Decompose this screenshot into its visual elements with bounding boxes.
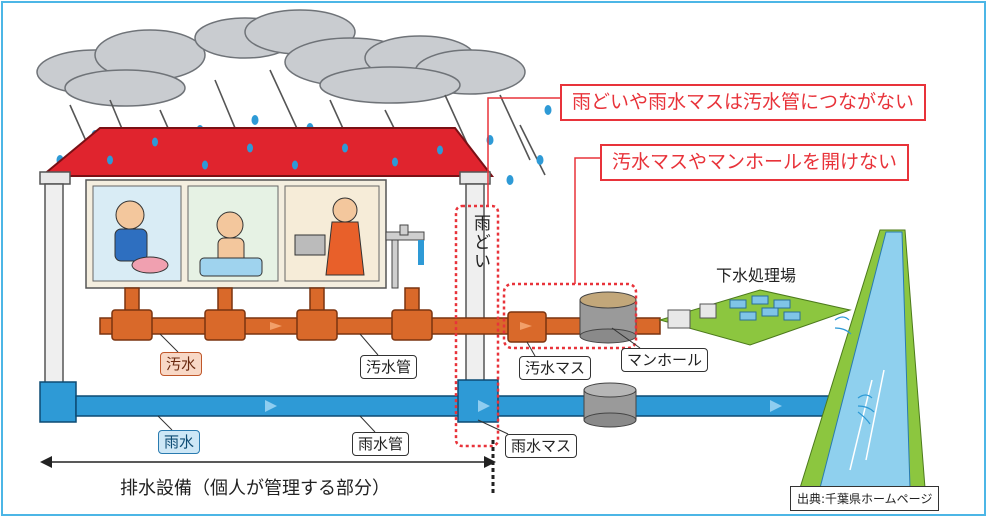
river (799, 229, 926, 489)
rain-flow-arrows (265, 400, 782, 412)
callout-no-connect: 雨どいや雨水マスは汚水管につながない (560, 84, 927, 121)
drainage-equipment-label: 排水設備（個人が管理する部分） (120, 478, 390, 499)
sewage-basin-label: 汚水マス (519, 356, 592, 380)
rain-pipe (39, 379, 857, 423)
manhole-label: マンホール (621, 348, 709, 372)
label-leaders (157, 327, 641, 435)
sewage-pipe-label: 汚水管 (360, 355, 418, 379)
left-downspout (44, 183, 64, 395)
sewage-label: 汚水 (160, 352, 203, 376)
roof-drops (107, 137, 443, 170)
roof (39, 127, 495, 177)
manhole-sewage (579, 291, 637, 344)
rain-basin-label: 雨水マス (505, 434, 578, 458)
outdoor-faucet (385, 224, 425, 289)
rain-pipe-label: 雨水管 (352, 432, 410, 456)
treatment-plant-label: 下水処理場 (716, 266, 797, 285)
clouds (36, 9, 526, 107)
right-gutter (459, 171, 491, 185)
source-credit: 出典:千葉県ホームページ (790, 486, 940, 511)
outfall-splash (834, 316, 875, 425)
left-gutter (39, 171, 71, 185)
downspout-label: 雨どい (470, 214, 490, 271)
downspout-highlight (454, 204, 500, 448)
callout-no-open: 汚水マスやマンホールを開けない (600, 144, 910, 181)
callout-leader-1 (487, 97, 560, 206)
sewage-basin-highlight (502, 282, 638, 350)
sewage-pipe (99, 287, 661, 343)
manhole-rain (583, 382, 637, 428)
callout-leader-2 (574, 157, 600, 284)
rainwater-label: 雨水 (158, 430, 201, 454)
treatment-plant (658, 289, 852, 346)
room-figures (114, 197, 365, 277)
drainage-span-arrow (40, 456, 496, 468)
sewage-flow-arrows (270, 322, 532, 330)
